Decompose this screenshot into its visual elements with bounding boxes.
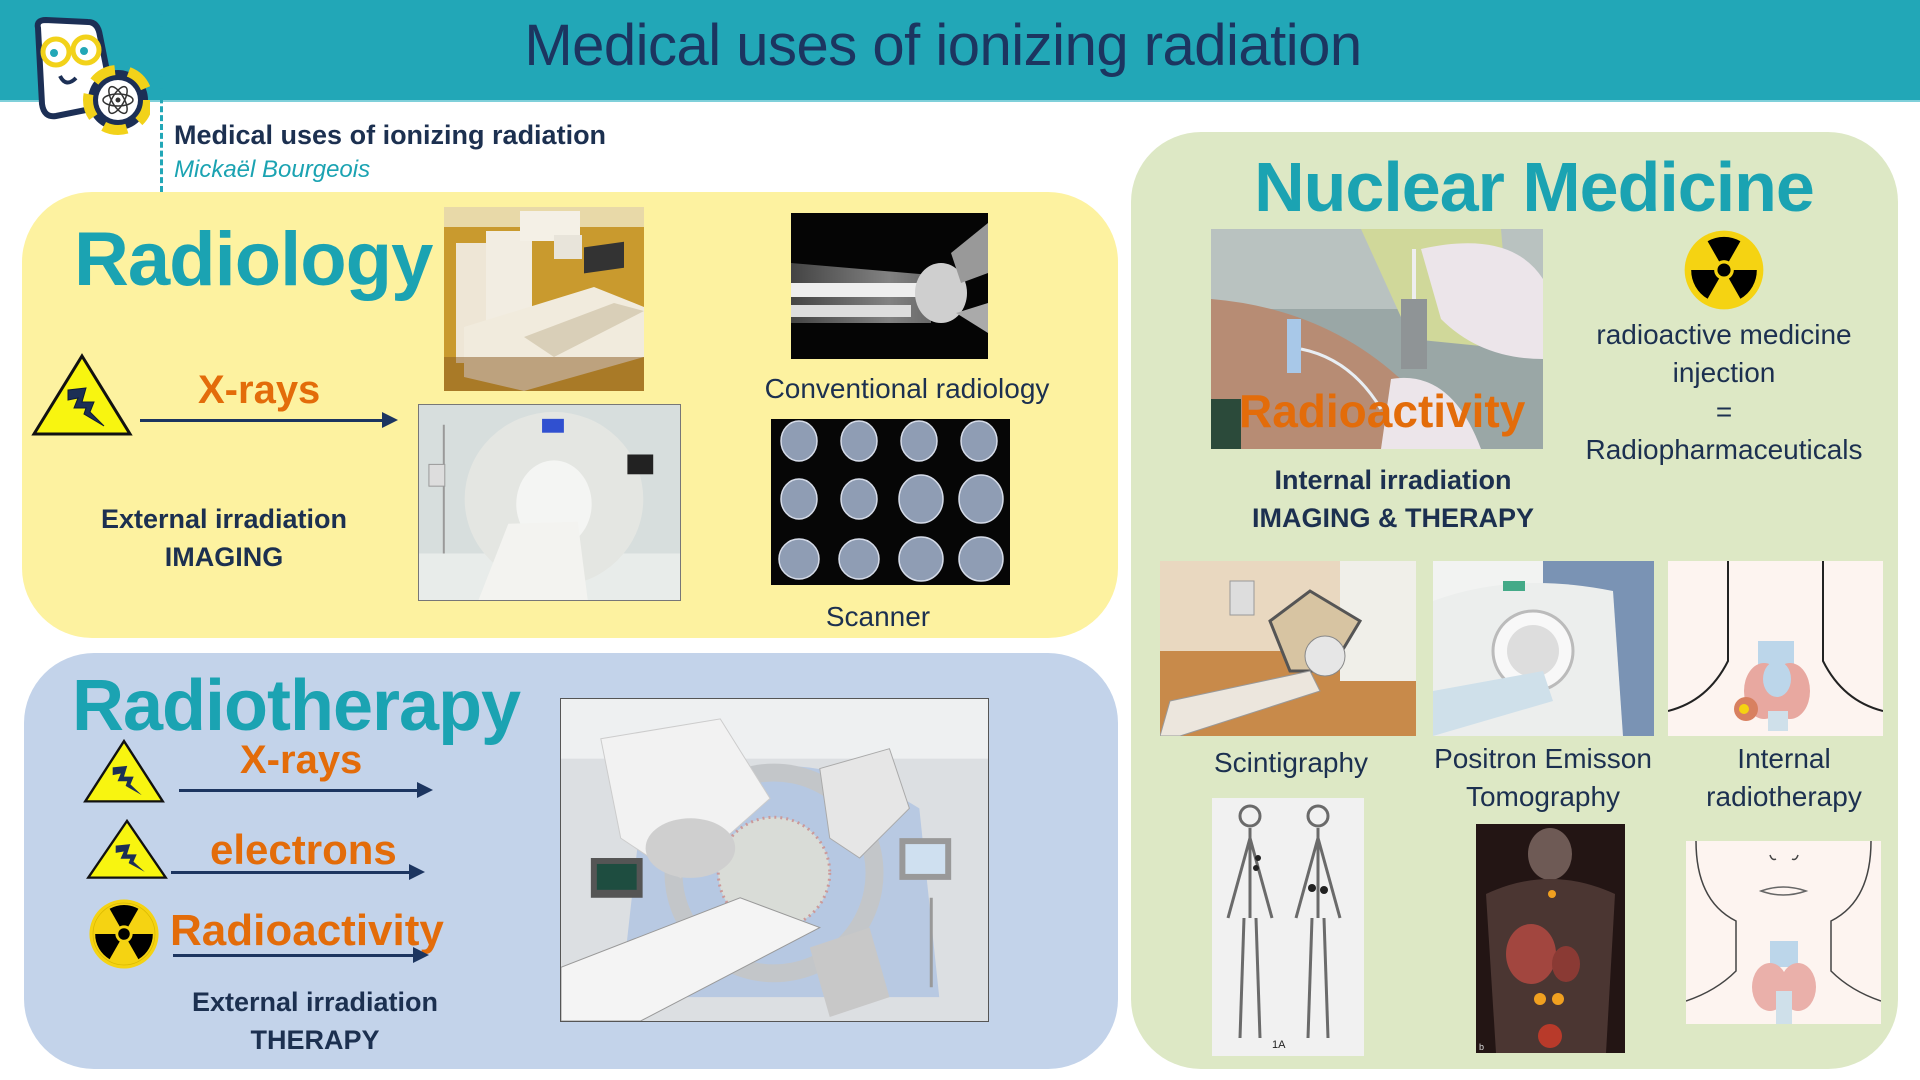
technique-label-pet-line1: Positron Emisson [1434, 743, 1652, 774]
technique-label-pet-line2: Tomography [1465, 781, 1621, 812]
linear-accelerator-photo [560, 698, 989, 1022]
bone-scan-figure-label: 1A [1272, 1039, 1286, 1051]
radiopharma-line1: radioactive medicine [1596, 319, 1852, 350]
scanner-caption: Scanner [825, 601, 931, 632]
technique-label-internal-line2: radiotherapy [1706, 781, 1862, 812]
nuclear-medicine-title: Nuclear Medicine [1254, 148, 1815, 226]
radiology-xrays-label: X-rays [198, 368, 321, 412]
radiology-title: Radiology [74, 217, 433, 302]
radiotherapy-source-label: X-rays [240, 738, 363, 782]
radiopharma-line4: Radiopharmaceuticals [1585, 434, 1863, 465]
injection-photo [1211, 229, 1543, 449]
technique-label-scintigraphy: Scintigraphy [1213, 747, 1369, 778]
course-author: Mickaël Bourgeois [174, 156, 371, 183]
page-title: Medical uses of ionizing radiation [524, 13, 1362, 78]
injection-radioactivity-overlay: Radioactivity [1239, 385, 1526, 437]
pet-ct-scan-image: b [1476, 824, 1625, 1053]
radiology-arrow [140, 412, 398, 428]
scintigraphy-camera-photo [1160, 561, 1416, 736]
brain-scan-image [771, 419, 1010, 585]
pet-scanner-photo [1433, 561, 1654, 736]
radiotherapy-title: Radiotherapy [72, 666, 521, 746]
thyroid-radiotherapy-illustration [1668, 561, 1883, 736]
radiology-mode-line1: External irradiation [100, 504, 348, 534]
high-voltage-warning-icon [82, 738, 166, 806]
radiotherapy-source-label: Radioactivity [170, 906, 444, 955]
ct-scanner-photo [418, 404, 681, 601]
mascot-logo-icon [26, 16, 153, 136]
thyroid-anatomy-illustration [1686, 841, 1881, 1024]
radiopharma-line3: = [1715, 396, 1733, 427]
radiotherapy-arrow [171, 864, 425, 880]
high-voltage-warning-icon [30, 352, 134, 440]
radiation-trefoil-icon [88, 898, 160, 970]
bone-scintigraphy-image: 1A [1212, 798, 1364, 1056]
radiotherapy-source-label: electrons [210, 826, 397, 873]
xray-room-photo [444, 207, 644, 391]
radiotherapy-arrow [173, 947, 429, 963]
nuclear-mode-line1: Internal irradiation [1274, 465, 1512, 495]
radiopharma-line2: injection [1672, 357, 1776, 388]
radiology-mode-line2: IMAGING [164, 542, 284, 572]
pet-scan-figure-label: b [1479, 1042, 1484, 1052]
radiotherapy-arrow [179, 782, 433, 798]
nuclear-mode-line2: IMAGING & THERAPY [1251, 503, 1534, 533]
high-voltage-warning-icon [85, 818, 169, 882]
radiotherapy-mode-line1: External irradiation [191, 987, 439, 1017]
radiotherapy-mode-line2: THERAPY [250, 1025, 380, 1055]
header-bar [0, 0, 1920, 102]
wrist-xray-image [791, 213, 988, 359]
technique-label-internal-line1: Internal [1737, 743, 1831, 774]
dashed-divider [160, 0, 163, 192]
radiation-trefoil-icon [1683, 229, 1765, 311]
course-title: Medical uses of ionizing radiation [174, 120, 607, 150]
conventional-radiology-caption: Conventional radiology [764, 373, 1050, 404]
